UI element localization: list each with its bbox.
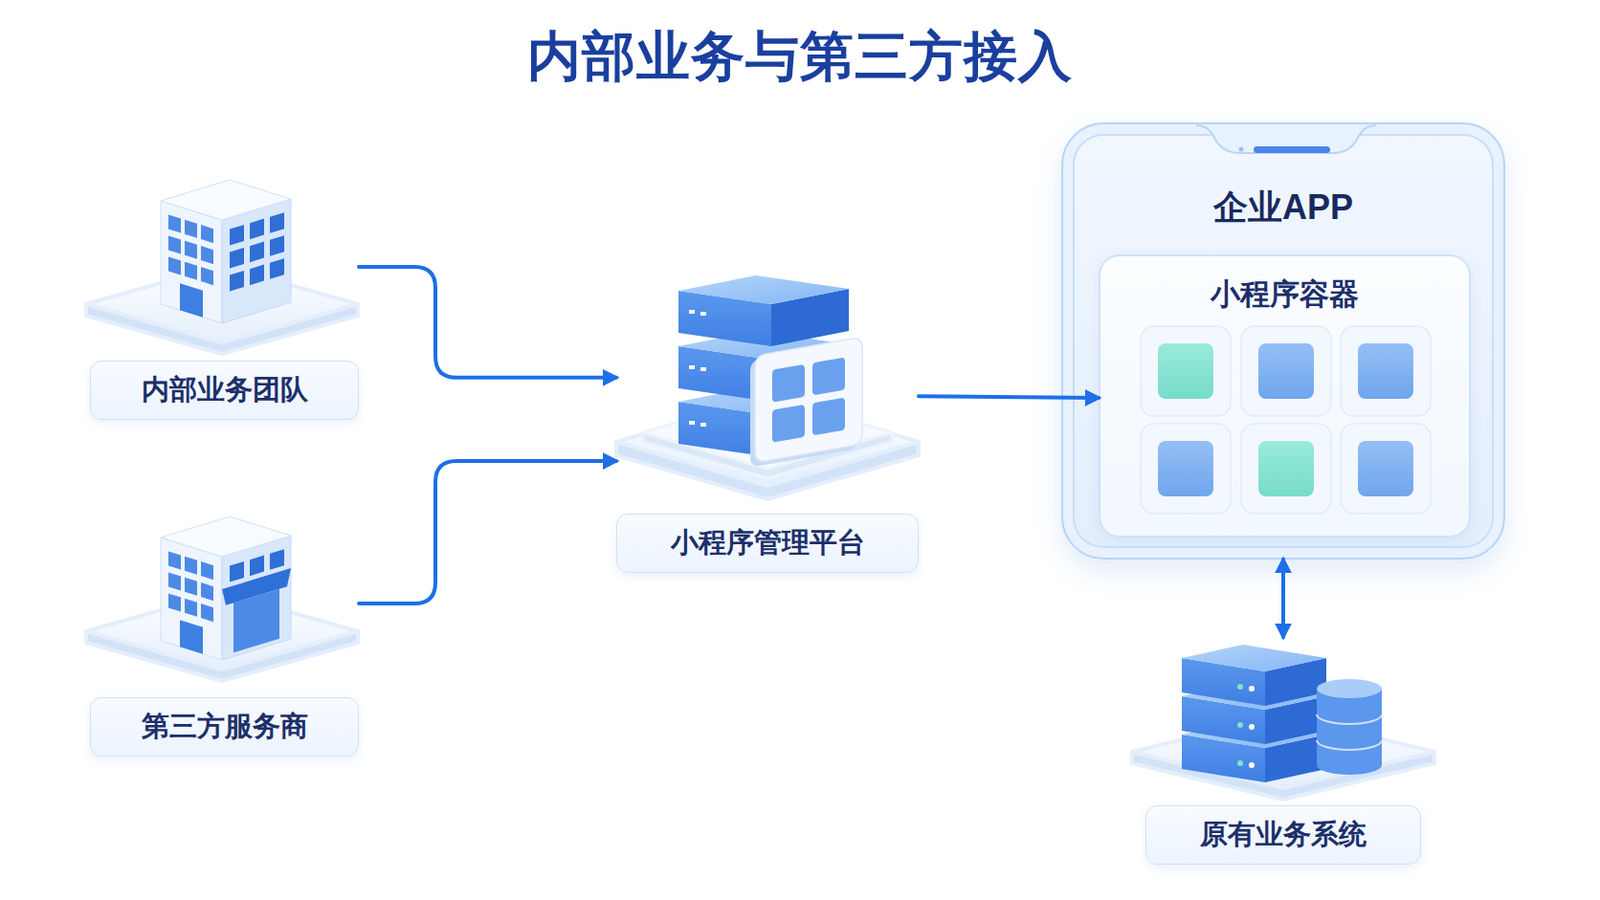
connector-arrow	[358, 461, 617, 604]
database-cylinder	[1316, 679, 1382, 776]
title-rule	[1122, 55, 1256, 58]
platform	[616, 396, 919, 500]
phone-notch	[1196, 125, 1377, 154]
label-card: 小程序管理平台	[616, 513, 919, 574]
app-frame: 企业APP 小程序容器	[1061, 122, 1506, 560]
platform-node: 小程序管理平台	[616, 270, 919, 574]
container-box: 小程序容器	[1098, 254, 1471, 538]
server-stack	[1181, 644, 1327, 783]
node-label: 企业APP	[1213, 183, 1354, 232]
node-label: 内部业务团队	[141, 371, 309, 410]
vendor-node: 第三方服务商	[89, 520, 359, 757]
frame-heading: 小程序容器	[1100, 271, 1469, 318]
team-node: 内部业务团队	[89, 178, 359, 421]
platform	[86, 593, 358, 682]
office-building	[160, 179, 291, 324]
label-card: 第三方服务商	[89, 697, 359, 757]
node-label: 小程序管理平台	[670, 524, 866, 563]
diagram-title: 内部业务与第三方接入	[0, 22, 1600, 90]
node-label: 第三方服务商	[141, 708, 309, 747]
frame-heading: 企业APP	[1063, 183, 1504, 232]
title-rule	[347, 55, 475, 58]
system-node: 原有业务系统	[1145, 637, 1422, 866]
shop-building	[160, 516, 291, 661]
server-stack	[678, 275, 863, 468]
connector-arrow	[1281, 559, 1286, 638]
node-label: 小程序容器	[1210, 271, 1359, 318]
label-card: 原有业务系统	[1145, 805, 1422, 866]
connector-arrow	[358, 266, 617, 378]
platform	[1132, 715, 1435, 800]
node-label: 原有业务系统	[1200, 816, 1367, 855]
label-card: 内部业务团队	[89, 360, 359, 421]
app-tiles	[1140, 326, 1431, 514]
connector-arrow	[918, 396, 1099, 399]
platform	[86, 266, 358, 355]
